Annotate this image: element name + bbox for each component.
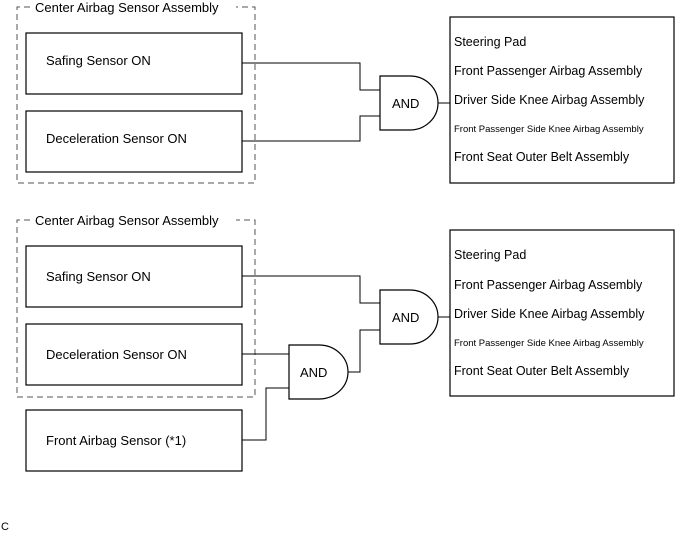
bottom-output-seat-belt: Front Seat Outer Belt Assembly xyxy=(454,364,630,378)
bottom-safing-sensor-box xyxy=(25,245,243,308)
top-safing-sensor-box xyxy=(25,32,243,95)
bottom-deceleration-sensor-box xyxy=(25,323,243,386)
top-output-seat-belt: Front Seat Outer Belt Assembly xyxy=(454,150,630,164)
front-airbag-sensor-box xyxy=(25,409,243,472)
bottom-safing-sensor-label: Safing Sensor ON xyxy=(46,269,151,284)
top-deceleration-sensor-label: Deceleration Sensor ON xyxy=(46,131,187,146)
bottom-and-gate-1 xyxy=(288,344,349,400)
top-sensor-group-border xyxy=(16,6,256,184)
bottom-output-driver-knee-airbag: Driver Side Knee Airbag Assembly xyxy=(454,307,645,321)
bottom-output-front-passenger-airbag: Front Passenger Airbag Assembly xyxy=(454,278,643,292)
front-airbag-sensor-wire xyxy=(242,387,289,441)
top-output-driver-knee-airbag: Driver Side Knee Airbag Assembly xyxy=(454,93,645,107)
bottom-output-box xyxy=(449,229,675,397)
bottom-sensor-group-border xyxy=(16,219,256,398)
top-deceleration-wire xyxy=(242,115,380,142)
top-group-label: Center Airbag Sensor Assembly xyxy=(35,0,219,15)
top-deceleration-sensor-box xyxy=(25,110,243,173)
bottom-and-gate-2 xyxy=(379,289,439,345)
top-safing-sensor-label: Safing Sensor ON xyxy=(46,53,151,68)
top-and-gate xyxy=(379,75,439,131)
top-and-gate-label: AND xyxy=(392,96,419,111)
bottom-and-gate-2-label: AND xyxy=(392,310,419,325)
bottom-output-steering-pad: Steering Pad xyxy=(454,248,526,262)
bottom-group-label: Center Airbag Sensor Assembly xyxy=(35,213,219,228)
bottom-output-passenger-knee-airbag: Front Passenger Side Knee Airbag Assembl… xyxy=(454,338,644,349)
top-diagram: Center Airbag Sensor Assembly Safing Sen… xyxy=(16,0,675,184)
footer-label: C xyxy=(1,521,9,533)
top-output-steering-pad: Steering Pad xyxy=(454,35,526,49)
bottom-diagram: Center Airbag Sensor Assembly Safing Sen… xyxy=(16,213,675,472)
top-output-passenger-knee-airbag: Front Passenger Side Knee Airbag Assembl… xyxy=(454,124,644,135)
bottom-and-gate-1-label: AND xyxy=(300,365,327,380)
bottom-deceleration-sensor-label: Deceleration Sensor ON xyxy=(46,347,187,362)
top-output-box xyxy=(449,16,675,184)
bottom-safing-wire xyxy=(242,275,380,304)
gate-1-output-wire xyxy=(348,329,380,373)
front-airbag-sensor-label: Front Airbag Sensor (*1) xyxy=(46,433,186,448)
top-output-front-passenger-airbag: Front Passenger Airbag Assembly xyxy=(454,64,643,78)
top-safing-wire xyxy=(242,62,380,91)
